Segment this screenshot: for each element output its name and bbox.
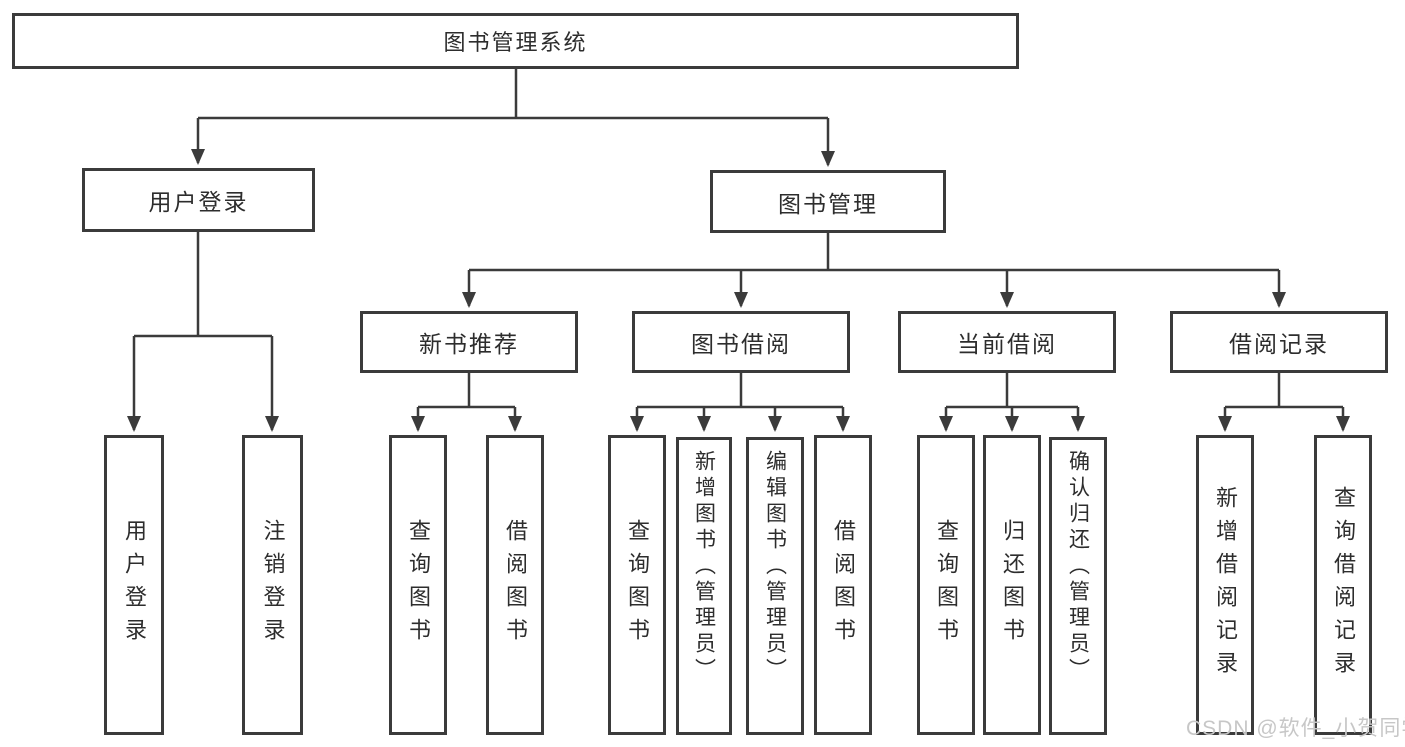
leaf-confirm-return-admin: 确认归还（管理员）	[1049, 437, 1107, 735]
leaf-label: 用户登录	[122, 519, 147, 651]
leaf-label: 查询借阅记录	[1331, 486, 1356, 684]
leaf-add-borrow-record: 新增借阅记录	[1196, 435, 1254, 735]
leaf-query-books-recommend: 查询图书	[389, 435, 447, 735]
leaf-label: 借阅图书	[831, 519, 856, 651]
leaf-add-books-admin: 新增图书（管理员）	[676, 437, 732, 735]
leaf-label: 归还图书	[1000, 519, 1025, 651]
leaf-label: 确认归还（管理员）	[1066, 450, 1090, 684]
node-root-system: 图书管理系统	[12, 13, 1019, 69]
node-label: 借阅记录	[1229, 331, 1329, 357]
leaf-label: 查询图书	[625, 519, 650, 651]
leaf-borrow-books-borrowing: 借阅图书	[814, 435, 872, 735]
leaf-label: 新增借阅记录	[1213, 486, 1238, 684]
leaf-query-books-current: 查询图书	[917, 435, 975, 735]
csdn-watermark: CSDN @软件_小贺同学	[1186, 717, 1405, 740]
node-current-borrowing: 当前借阅	[898, 311, 1116, 373]
node-book-borrowing: 图书借阅	[632, 311, 850, 373]
node-book-management-branch: 图书管理	[710, 170, 946, 233]
leaf-return-books: 归还图书	[983, 435, 1041, 735]
node-label: 新书推荐	[419, 331, 519, 357]
leaf-borrow-books-recommend: 借阅图书	[486, 435, 544, 735]
leaf-query-books-borrowing: 查询图书	[608, 435, 666, 735]
node-root-label: 图书管理系统	[443, 30, 588, 55]
leaf-edit-books-admin: 编辑图书（管理员）	[746, 437, 804, 735]
node-label: 图书管理	[778, 190, 878, 217]
node-label: 用户登录	[148, 189, 249, 215]
leaf-label: 查询图书	[406, 519, 431, 651]
node-new-book-recommend: 新书推荐	[360, 311, 578, 373]
leaf-label: 编辑图书（管理员）	[763, 450, 787, 684]
node-label: 当前借阅	[957, 331, 1057, 357]
leaf-label: 查询图书	[934, 519, 959, 651]
leaf-label: 借阅图书	[503, 519, 528, 651]
node-label: 图书借阅	[691, 331, 791, 357]
leaf-user-login: 用户登录	[104, 435, 164, 735]
node-borrow-records: 借阅记录	[1170, 311, 1388, 373]
leaf-query-borrow-record: 查询借阅记录	[1314, 435, 1372, 735]
leaf-label: 新增图书（管理员）	[692, 450, 716, 684]
node-user-login-branch: 用户登录	[82, 168, 315, 232]
leaf-label: 注销登录	[260, 519, 286, 651]
leaf-logout: 注销登录	[242, 435, 303, 735]
